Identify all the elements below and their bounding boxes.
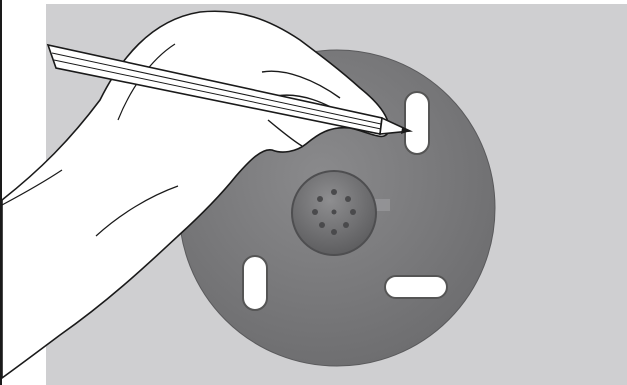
slot-upper-right <box>405 92 429 154</box>
slot-lower-left <box>243 256 267 310</box>
slot-lower-right <box>385 276 447 298</box>
